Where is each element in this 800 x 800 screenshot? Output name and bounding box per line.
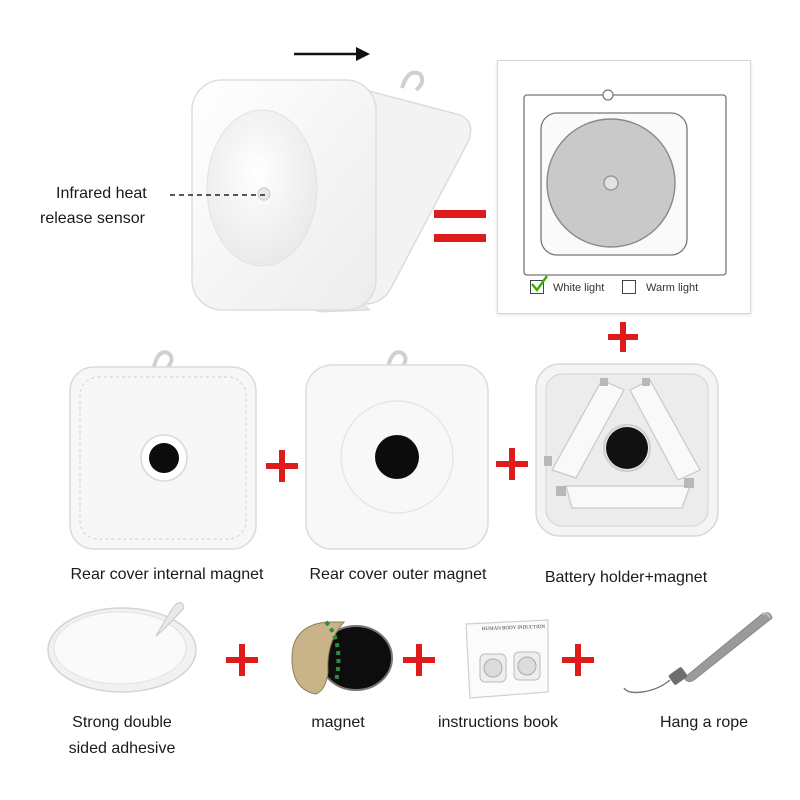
warm-light-option: Warm light [646, 282, 699, 294]
rear-cover-outer-image [305, 350, 489, 550]
adhesive-label-line1: Strong double [72, 714, 172, 731]
battery-holder-image [535, 363, 719, 537]
plus-icon [266, 450, 298, 482]
adhesive-pad-image [47, 602, 197, 693]
sensor-label-line2: release sensor [40, 210, 145, 227]
sensor-leader-line [170, 194, 266, 196]
instructions-book-image [465, 619, 549, 699]
magnet-label: magnet [311, 714, 365, 731]
white-light-option: White light [553, 282, 605, 294]
product-package: White light Warm light [497, 60, 751, 314]
battery-holder-label: Battery holder+magnet [544, 569, 708, 586]
plus-icon [496, 448, 528, 480]
sensor-label-line1: Infrared heat [56, 185, 147, 202]
package-artwork [523, 89, 727, 276]
direction-arrow-icon [294, 47, 370, 61]
plus-icon [403, 644, 435, 676]
night-light-device [191, 70, 472, 313]
plus-icon [226, 644, 258, 676]
adhesive-label-line2: sided adhesive [68, 740, 176, 757]
rear-cover-internal-image [69, 350, 257, 550]
instructions-book-label: instructions book [437, 714, 559, 731]
equals-icon [434, 210, 486, 242]
checkmark-icon [531, 275, 548, 292]
plus-icon [608, 322, 638, 352]
magnet-sticker-image [291, 620, 393, 695]
hang-rope-label: Hang a rope [659, 714, 749, 731]
hanging-rope-image [623, 612, 773, 694]
rear-cover-internal-label: Rear cover internal magnet [70, 566, 264, 583]
warm-light-checkbox [622, 280, 636, 294]
plus-icon [562, 644, 594, 676]
rear-cover-outer-label: Rear cover outer magnet [309, 566, 487, 583]
